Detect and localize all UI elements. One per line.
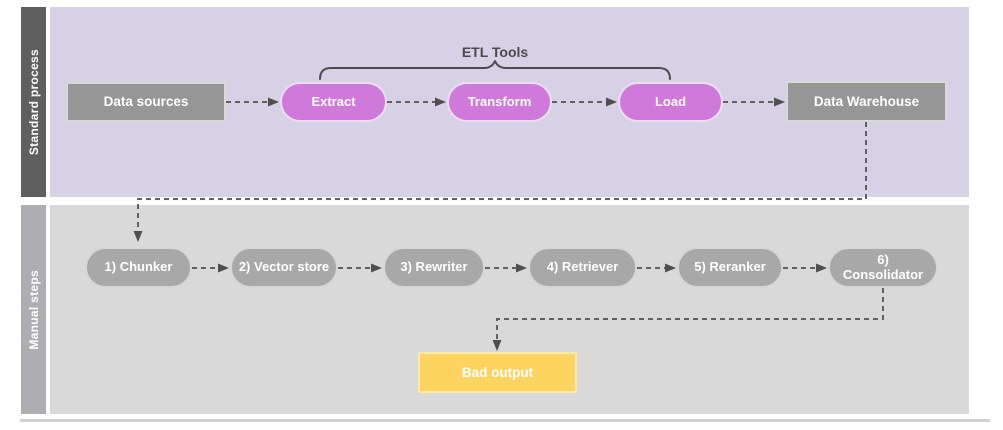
node-rewriter: 3) Rewriter xyxy=(383,247,485,288)
lane-bar-standard-process: Standard process xyxy=(21,7,46,197)
etl-tools-label: ETL Tools xyxy=(461,44,529,60)
node-vector-store: 2) Vector store xyxy=(230,247,338,288)
bottom-divider xyxy=(20,419,990,422)
node-reranker: 5) Reranker xyxy=(677,247,783,288)
node-consolidator: 6) Consolidator xyxy=(828,247,938,288)
node-retriever: 4) Retriever xyxy=(528,247,637,288)
node-data-warehouse: Data Warehouse xyxy=(786,81,947,122)
node-bad-output: Bad output xyxy=(418,352,577,393)
node-transform: Transform xyxy=(447,82,552,122)
lane-bar-manual-steps: Manual steps xyxy=(21,205,46,414)
node-data-sources: Data sources xyxy=(66,82,226,122)
node-chunker: 1) Chunker xyxy=(85,247,192,288)
lane-label-standard-process: Standard process xyxy=(26,48,41,156)
node-extract: Extract xyxy=(280,82,387,122)
lane-label-manual-steps: Manual steps xyxy=(26,269,41,350)
node-load: Load xyxy=(618,82,723,122)
